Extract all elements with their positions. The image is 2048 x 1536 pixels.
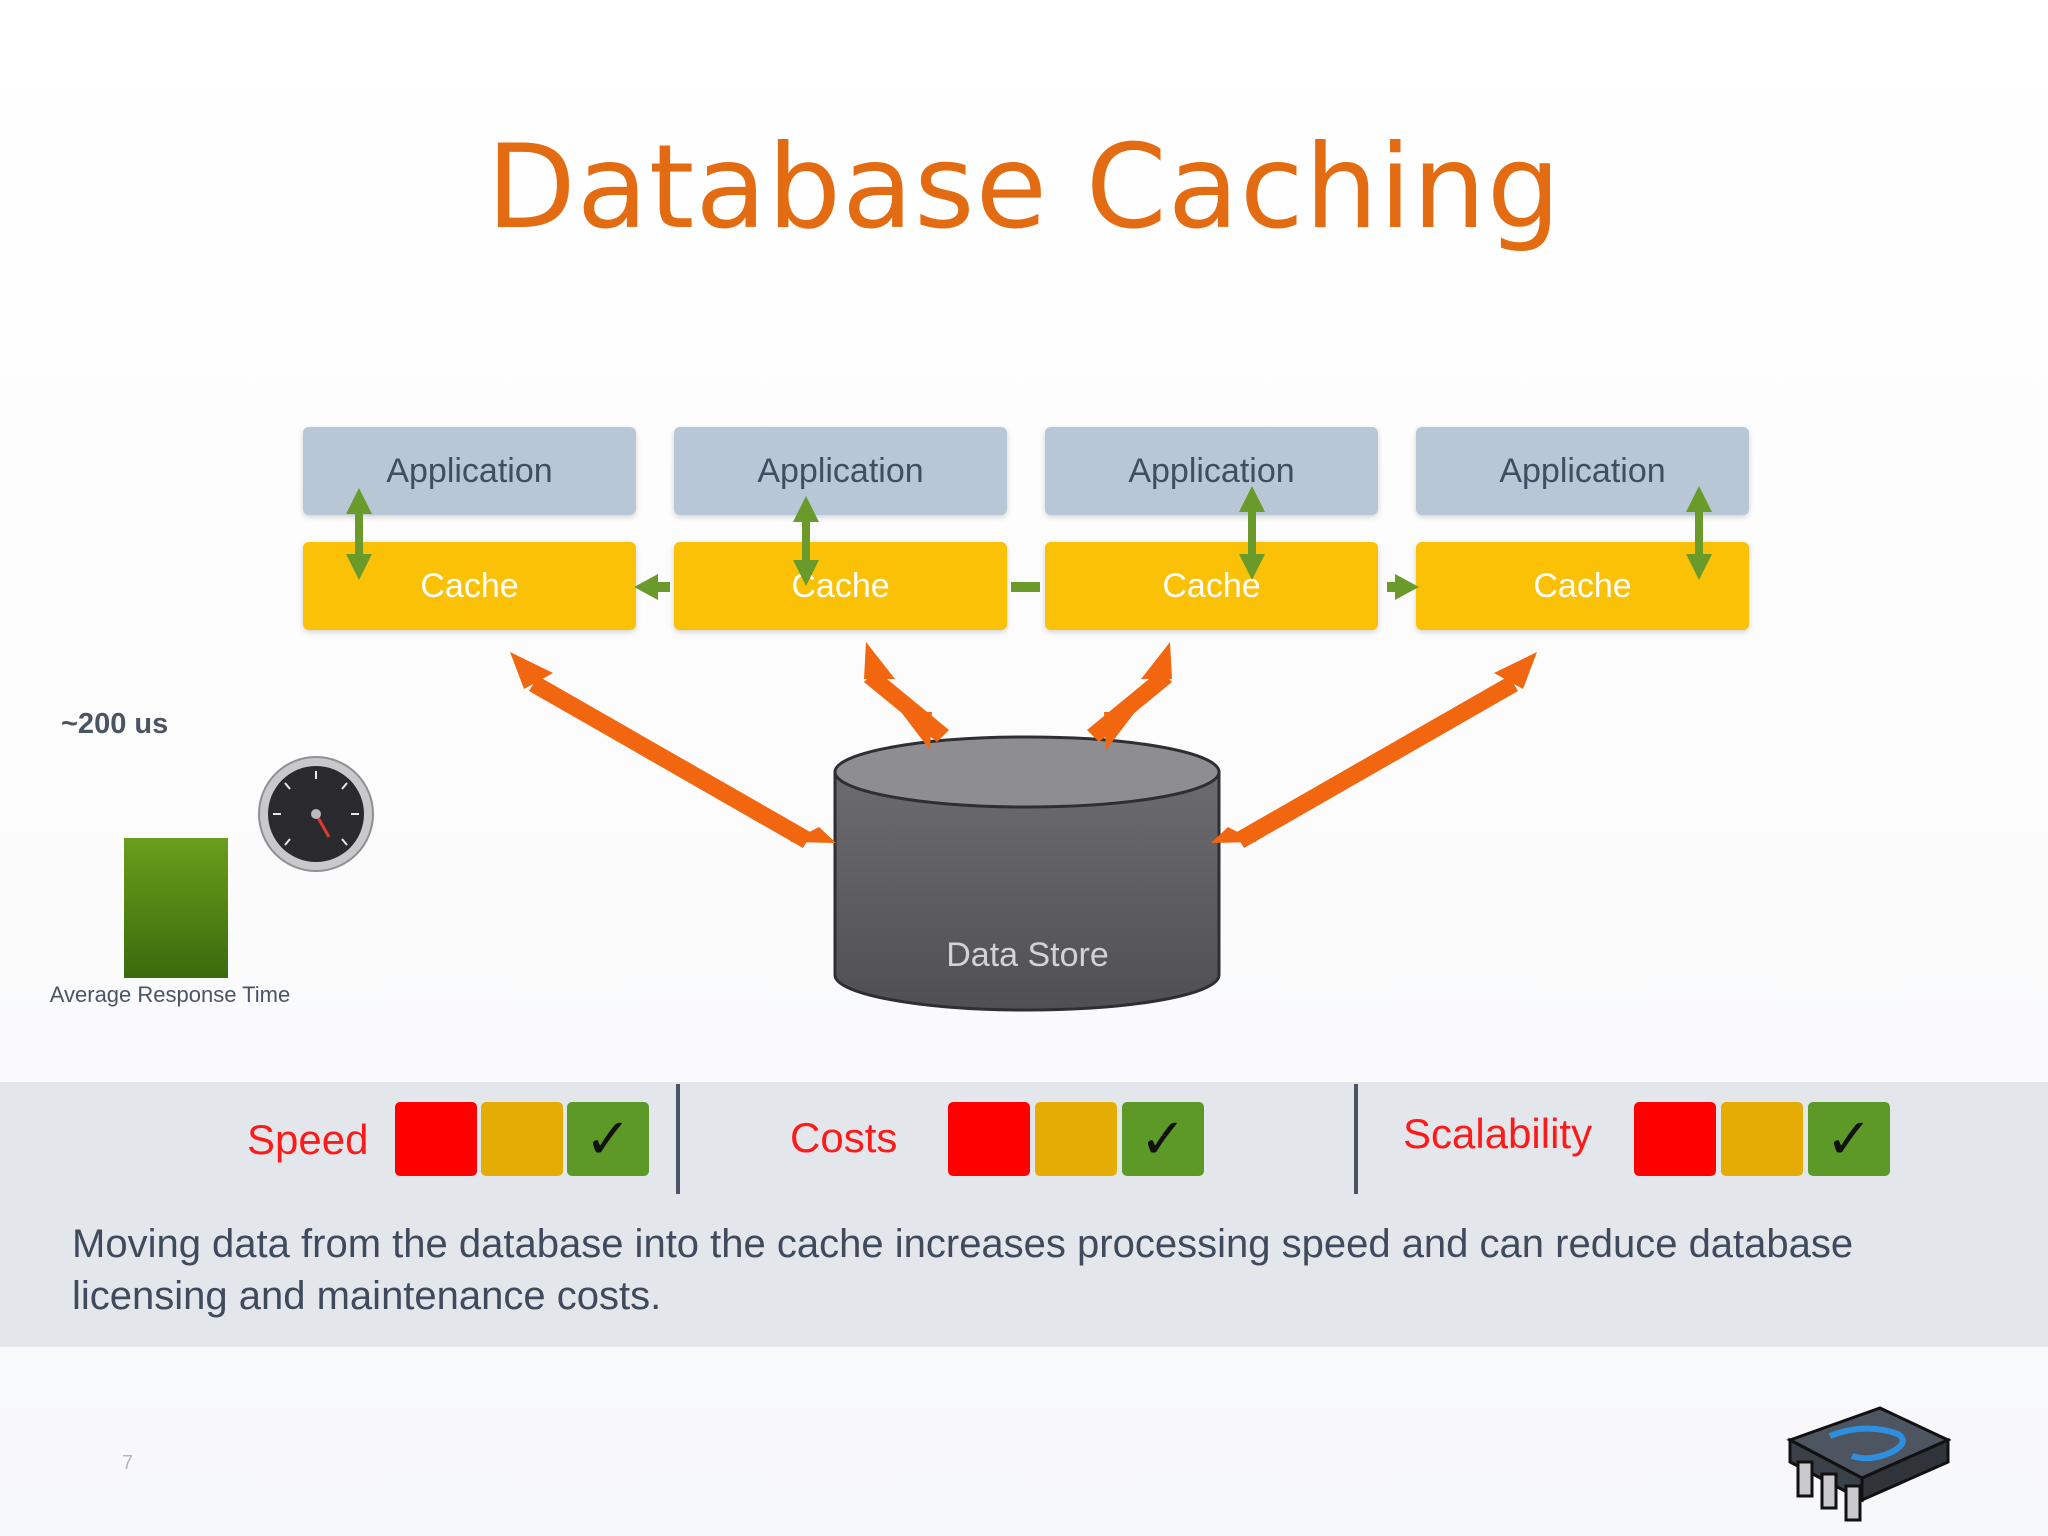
costs-rating-red xyxy=(948,1102,1030,1176)
app-cache-arrow-3 xyxy=(1239,486,1265,580)
cache-box-2: Cache xyxy=(674,542,1007,630)
cache-connector-middle xyxy=(1011,582,1040,592)
cache-connector-left xyxy=(634,574,670,600)
datastore-arrow-2 xyxy=(864,642,949,750)
data-store-label: Data Store xyxy=(946,936,1109,974)
response-time-bar xyxy=(124,838,228,978)
scalability-rating-red xyxy=(1634,1102,1716,1176)
datastore-arrow-3 xyxy=(1087,642,1172,750)
cache-box-3: Cache xyxy=(1045,542,1378,630)
checkmark-icon: ✓ xyxy=(1825,1106,1873,1172)
rating-divider-1 xyxy=(676,1084,680,1194)
response-time-label: Average Response Time xyxy=(49,982,291,1007)
costs-rating-amber xyxy=(1035,1102,1117,1176)
checkmark-icon: ✓ xyxy=(1139,1106,1187,1172)
scalability-rating-amber xyxy=(1721,1102,1803,1176)
app-cache-arrow-2 xyxy=(793,496,819,586)
costs-rating-label: Costs xyxy=(790,1114,898,1161)
data-store-cylinder xyxy=(833,735,1221,1012)
scalability-rating-label: Scalability xyxy=(1403,1110,1593,1157)
speedometer-icon xyxy=(258,756,374,872)
cache-box-4: Cache xyxy=(1416,542,1749,630)
checkmark-icon: ✓ xyxy=(584,1106,632,1172)
speed-rating-label: Speed xyxy=(247,1116,369,1163)
rating-divider-2 xyxy=(1354,1084,1358,1194)
slide-title: Database Caching xyxy=(486,120,1562,255)
speed-rating-amber xyxy=(481,1102,563,1176)
datastore-arrow-4 xyxy=(1211,652,1537,848)
app-cache-arrow-4 xyxy=(1686,486,1712,580)
speed-rating-red xyxy=(395,1102,477,1176)
application-box-2: Application xyxy=(674,427,1007,515)
costs-rating-green: ✓ xyxy=(1122,1102,1204,1176)
cache-replication-arrows xyxy=(634,574,1419,600)
chip-logo-icon xyxy=(1786,1406,1952,1522)
slide-caption: Moving data from the database into the c… xyxy=(72,1222,1854,1318)
speed-rating-green: ✓ xyxy=(567,1102,649,1176)
scalability-rating-green: ✓ xyxy=(1808,1102,1890,1176)
app-cache-arrow-1 xyxy=(346,488,372,580)
datastore-arrow-1 xyxy=(510,652,836,848)
app-cache-arrows xyxy=(346,486,1712,586)
page-number: 7 xyxy=(122,1452,134,1474)
response-time-value: ~200 us xyxy=(61,708,169,740)
application-box-3: Application xyxy=(1045,427,1378,515)
cache-connector-right xyxy=(1387,574,1419,600)
cache-datastore-arrows xyxy=(510,642,1537,848)
